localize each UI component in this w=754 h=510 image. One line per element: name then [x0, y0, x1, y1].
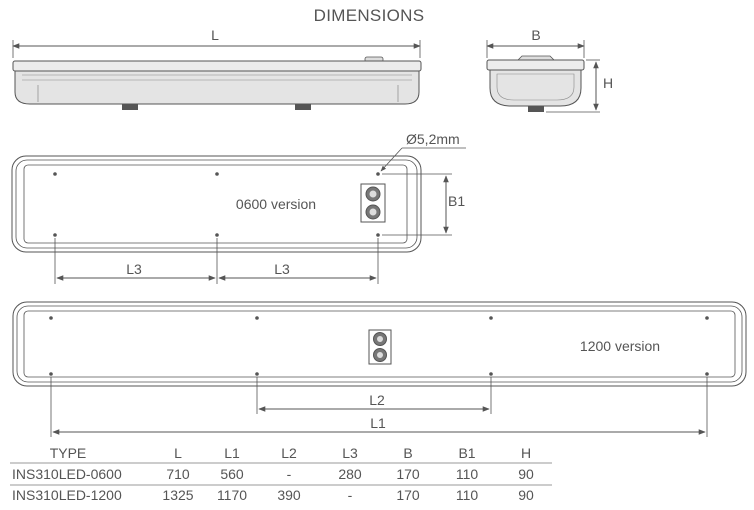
label-l: L [211, 27, 219, 43]
label-l3-a: L3 [126, 261, 142, 277]
version-0600-label: 0600 version [236, 196, 316, 212]
th-l3: L3 [342, 445, 358, 461]
cable-gland-1200 [368, 329, 392, 365]
cell-b: 170 [396, 466, 420, 482]
th-b: B [403, 445, 412, 461]
end-view: B H [486, 27, 613, 113]
cell-b1: 110 [456, 466, 479, 482]
mount-holes-0600 [53, 172, 380, 237]
label-l3-b: L3 [274, 261, 290, 277]
end-foot [528, 106, 544, 112]
side-view: L [12, 27, 422, 110]
th-type: TYPE [50, 445, 87, 461]
th-l1: L1 [224, 445, 240, 461]
cell-l1: 560 [220, 466, 244, 482]
foot-right [295, 104, 311, 110]
label-b1: B1 [448, 193, 465, 209]
label-l1: L1 [370, 415, 386, 431]
cell-type: INS310LED-0600 [12, 466, 122, 482]
th-l: L [174, 445, 182, 461]
cell-l3: - [348, 487, 353, 503]
cell-type: INS310LED-1200 [12, 487, 122, 503]
version-0600-view: 0600 version Ø5,2mm B1 L3 L3 [11, 131, 466, 284]
version-1200-view: 1200 version L2 L1 [12, 301, 747, 437]
version-1200-label: 1200 version [580, 338, 660, 354]
cell-b: 170 [396, 487, 420, 503]
cell-l2: - [287, 466, 292, 482]
cell-l3: 280 [338, 466, 362, 482]
label-b: B [531, 27, 540, 43]
hole-diameter-label: Ø5,2mm [406, 131, 460, 147]
table-header: TYPE L L1 L2 L3 B B1 H [50, 445, 531, 461]
cell-l1: 1170 [217, 487, 247, 503]
th-l2: L2 [281, 445, 297, 461]
cell-h: 90 [518, 466, 534, 482]
cell-h: 90 [518, 487, 534, 503]
foot-left [122, 104, 138, 110]
table-row: INS310LED-1200 1325 1170 390 - 170 110 9… [12, 487, 534, 503]
cable-gland-0600 [360, 183, 386, 223]
cell-b1: 110 [456, 487, 479, 503]
th-h: H [521, 445, 531, 461]
cell-l2: 390 [277, 487, 301, 503]
label-l2: L2 [369, 392, 385, 408]
mount-holes-1200 [49, 316, 709, 376]
cell-l: 710 [166, 466, 190, 482]
th-b1: B1 [458, 445, 475, 461]
label-h: H [603, 75, 613, 91]
page-title: DIMENSIONS [314, 6, 425, 25]
cell-l: 1325 [162, 487, 193, 503]
table-row: INS310LED-0600 710 560 - 280 170 110 90 [12, 466, 534, 482]
dimensions-table: TYPE L L1 L2 L3 B B1 H INS310LED-0600 71… [10, 445, 552, 503]
